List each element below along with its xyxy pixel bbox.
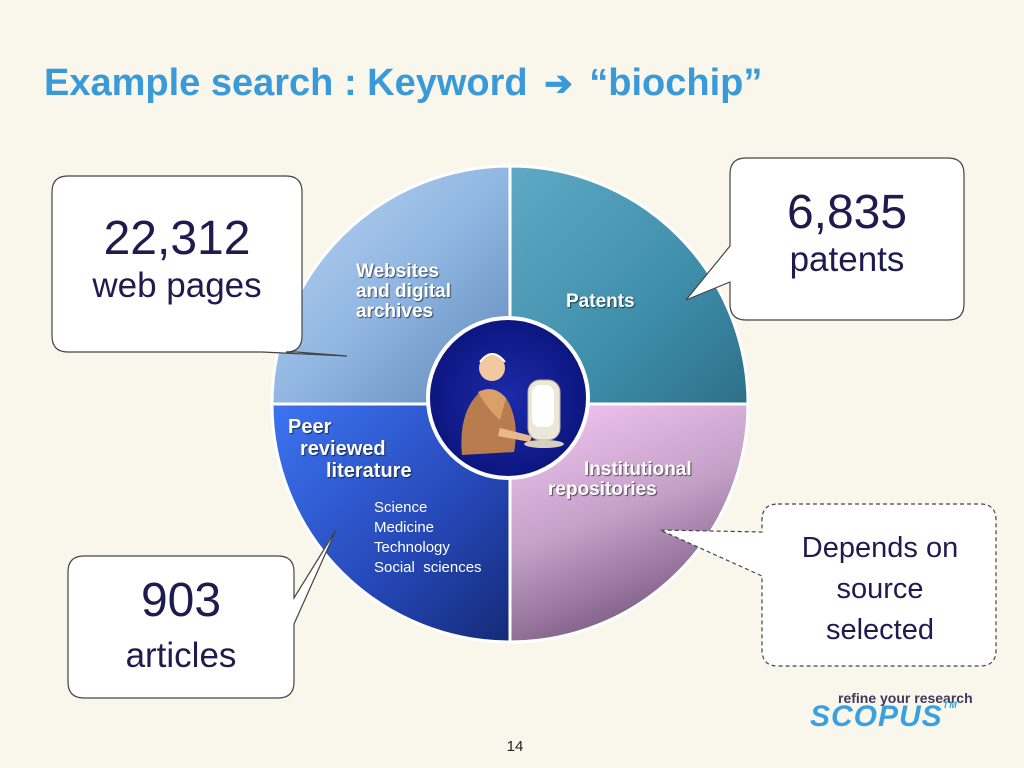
label-websites-line2: and digital	[356, 281, 451, 302]
label-websites-line3: archives	[356, 301, 434, 322]
web-pages-label: web pages	[92, 266, 262, 305]
title-keyword: “biochip”	[589, 62, 763, 104]
callout-patents	[685, 157, 965, 321]
subject-item: Social sciences	[374, 559, 482, 576]
label-patents: Patents	[566, 292, 635, 312]
researcher-icon	[426, 316, 590, 480]
quadrant-peer-reviewed	[270, 402, 512, 644]
label-websites: Websites and digital archives	[356, 262, 451, 322]
label-peer-line2: reviewed	[300, 438, 386, 460]
label-websites-line1: Websites	[356, 261, 440, 282]
subject-list: Science Medicine Technology Social scien…	[374, 498, 482, 578]
label-peer-line3: literature	[326, 460, 412, 482]
web-pages-text: 22,312 web pages	[52, 212, 302, 306]
note-line1: Depends on	[801, 532, 959, 564]
logo-brand-text: SCOPUS	[810, 700, 943, 733]
logo-brand: SCOPUSTM	[810, 700, 958, 734]
logo-trademark: TM	[942, 700, 958, 710]
subject-item: Science	[374, 499, 428, 516]
callout-articles	[67, 529, 337, 699]
label-peer-line1: Peer	[288, 416, 332, 438]
label-patents-line1: Patents	[566, 291, 635, 312]
slide-title: Example search : Keyword ➔ “biochip”	[44, 62, 762, 105]
patents-text: 6,835 patents	[730, 186, 964, 280]
articles-label: articles	[125, 636, 237, 675]
label-institutional-line1: Institutional	[584, 459, 692, 480]
arrow-icon: ➔	[544, 65, 573, 103]
title-prefix: Example search : Keyword	[44, 62, 528, 104]
quadrant-institutional	[508, 402, 750, 644]
logo-tagline: refine your research	[838, 690, 973, 706]
patents-count: 6,835	[786, 186, 908, 239]
note-line2: source	[836, 573, 924, 605]
callout-depends-on-source	[659, 503, 997, 667]
label-institutional: Institutional repositories	[548, 460, 692, 500]
articles-count: 903	[140, 574, 222, 627]
note-line3: selected	[825, 614, 934, 646]
subject-item: Medicine	[374, 519, 435, 536]
patents-label: patents	[789, 240, 905, 279]
label-institutional-line2: repositories	[548, 479, 657, 500]
page-number: 14	[506, 738, 524, 755]
depends-on-source-text: Depends on source selected	[770, 528, 990, 651]
subject-item: Technology	[374, 539, 450, 556]
articles-text: 903 articles	[68, 574, 294, 684]
callout-web-pages	[51, 175, 348, 357]
web-pages-count: 22,312	[103, 212, 251, 265]
label-peer-reviewed: Peer reviewed literature	[288, 416, 412, 482]
